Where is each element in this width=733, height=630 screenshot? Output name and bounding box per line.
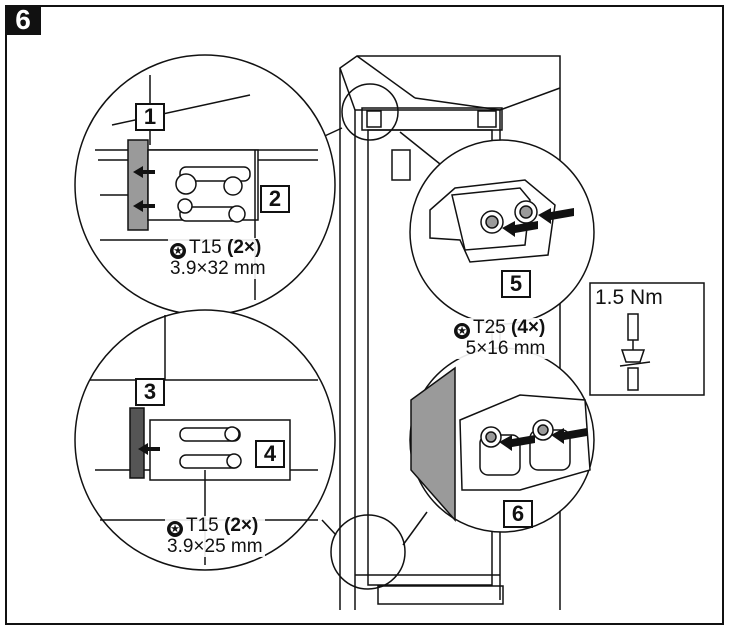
detail-3-4-drawing: [90, 315, 318, 565]
callout-5: 5: [501, 270, 531, 298]
callout-4: 4: [255, 440, 285, 468]
spec-qty: (2×): [227, 237, 262, 258]
spec-size: 3.9×32 mm: [170, 258, 266, 279]
arrows-1: [133, 166, 155, 212]
spec-bit: T25: [473, 317, 506, 338]
spec-size: 5×16 mm: [465, 338, 546, 359]
arrows-6: [499, 428, 587, 451]
detail-circle-top: [341, 83, 399, 141]
torx-star-icon: ✪: [167, 521, 183, 537]
screw-spec-top-left: ✪T15 (2×) 3.9×32 mm: [168, 238, 268, 279]
torx-star-icon: ✪: [170, 243, 186, 259]
torque-value: 1.5 Nm: [593, 286, 665, 310]
callout-3: 3: [135, 378, 165, 406]
torx-star-icon: ✪: [454, 323, 470, 339]
spec-qty: (2×): [224, 515, 259, 536]
screw-spec-middle-right: ✪T25 (4×) 5×16 mm: [452, 317, 548, 359]
screw-spec-bottom-left: ✪T15 (2×) 3.9×25 mm: [165, 516, 265, 557]
diagram-frame: [5, 5, 724, 625]
step-number-badge: 6: [5, 5, 41, 35]
arrows-5: [502, 208, 574, 237]
torque-tool: [619, 313, 651, 391]
callout-6: 6: [503, 500, 533, 528]
arrows-3: [138, 443, 160, 455]
spec-qty: (4×): [511, 317, 546, 338]
spec-size: 3.9×25 mm: [167, 536, 263, 557]
callout-2: 2: [260, 185, 290, 213]
callout-1: 1: [135, 103, 165, 131]
spec-bit: T15: [186, 515, 219, 536]
detail-5-drawing: [429, 179, 556, 263]
detail-1-2-drawing: [95, 75, 318, 300]
spec-bit: T15: [189, 237, 222, 258]
detail-circle-bottom: [330, 514, 406, 590]
